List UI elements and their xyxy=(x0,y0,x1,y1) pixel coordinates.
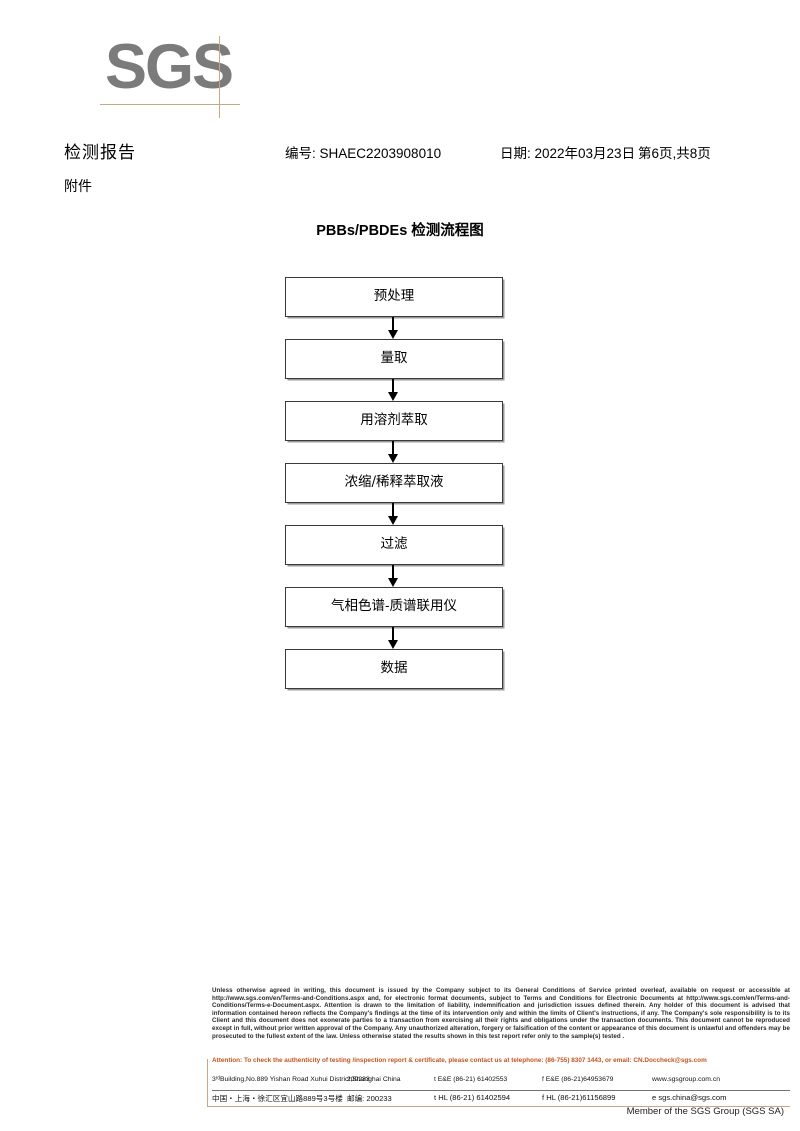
flowchart-title: PBBs/PBDEs 检测流程图 xyxy=(316,223,484,239)
logo-rule-vertical xyxy=(219,36,220,118)
address-street-en: 3ʳᵈBuilding,No.889 Yishan Road Xuhui Dis… xyxy=(212,1076,401,1083)
flow-node-solvent-extraction: 用溶剂萃取 xyxy=(285,401,503,441)
address-email: e sgs.china@sgs.com xyxy=(652,1093,727,1102)
arrow-shaft xyxy=(392,441,394,456)
arrow-shaft xyxy=(392,317,394,332)
flow-node-label: 预处理 xyxy=(373,288,415,305)
flow-node-label: 浓缩/稀释萃取液 xyxy=(344,474,444,491)
flowchart: 预处理 量取 用溶剂萃取 浓缩/稀释萃取液 过滤 xyxy=(285,277,505,689)
flow-node-measure: 量取 xyxy=(285,339,503,379)
flow-node-gcms: 气相色谱-质谱联用仪 xyxy=(285,587,503,627)
arrow-head-icon xyxy=(388,516,398,525)
address-tel2-en: f E&E (86-21)64953679 xyxy=(542,1076,614,1083)
report-header: 检测报告 附件 编号: SHAEC2203908010 日期: 2022年03月… xyxy=(0,138,800,198)
flow-node-label: 气相色谱-质谱联用仪 xyxy=(330,598,458,615)
flow-node-pretreatment: 预处理 xyxy=(285,277,503,317)
arrow-shaft xyxy=(392,503,394,518)
arrow-shaft xyxy=(392,565,394,580)
attention-notice: Attention: To check the authenticity of … xyxy=(212,1057,707,1064)
logo-rule-horizontal-right xyxy=(218,104,240,105)
address-row-chinese: 中国・上海・徐汇区宜山路889号3号楼 邮编: 200233 t HL (86-… xyxy=(212,1093,790,1108)
address-rule-middle xyxy=(212,1090,790,1091)
flow-node-label: 量取 xyxy=(380,350,408,367)
report-date: 日期: 2022年03月23日 xyxy=(500,146,636,161)
address-rule-bottom xyxy=(207,1106,790,1107)
attachment-label: 附件 xyxy=(64,178,92,194)
page-footer: 标准技术服务（上海）有限公司 ★ 检验检测专用章 Inspection & Te… xyxy=(0,975,800,1131)
address-tel1-en: t E&E (86-21) 61402553 xyxy=(434,1076,508,1083)
address-website: www.sgsgroup.com.cn xyxy=(652,1076,720,1083)
report-number: 编号: SHAEC2203908010 xyxy=(285,146,442,161)
address-tel2-cn: f HL (86-21)61156899 xyxy=(542,1093,616,1102)
flow-node-concentrate-dilute: 浓缩/稀释萃取液 xyxy=(285,463,503,503)
flow-node-filtration: 过滤 xyxy=(285,525,503,565)
logo-header: SGS xyxy=(0,0,800,130)
arrow-head-icon xyxy=(388,330,398,339)
flow-arrow xyxy=(285,379,501,401)
flow-arrow xyxy=(285,503,501,525)
arrow-shaft xyxy=(392,627,394,642)
flow-node-label: 过滤 xyxy=(380,536,408,553)
address-tel1-cn: t HL (86-21) 61402594 xyxy=(434,1093,511,1102)
arrow-head-icon xyxy=(388,640,398,649)
page-indicator: 第6页,共8页 xyxy=(638,146,711,161)
address-street-cn: 中国・上海・徐汇区宜山路889号3号楼 xyxy=(212,1094,343,1103)
flow-arrow xyxy=(285,565,501,587)
flow-arrow xyxy=(285,317,501,339)
arrow-head-icon xyxy=(388,454,398,463)
arrow-shaft xyxy=(392,379,394,394)
flow-node-data: 数据 xyxy=(285,649,503,689)
logo-rule-horizontal xyxy=(100,104,240,105)
sgs-logo: SGS xyxy=(105,32,234,102)
page-title: 检测报告 xyxy=(64,143,136,162)
legal-disclaimer: Unless otherwise agreed in writing, this… xyxy=(212,987,790,1040)
flow-node-label: 用溶剂萃取 xyxy=(360,412,428,429)
arrow-head-icon xyxy=(388,392,398,401)
address-zip-en: 200233 xyxy=(347,1076,370,1083)
member-of-group-line: Member of the SGS Group (SGS SA) xyxy=(626,1106,784,1117)
flow-arrow xyxy=(285,441,501,463)
flow-node-label: 数据 xyxy=(380,660,408,677)
address-zip-cn: 邮编: 200233 xyxy=(347,1094,392,1103)
address-rule-vertical xyxy=(207,1059,208,1107)
arrow-head-icon xyxy=(388,578,398,587)
flow-arrow xyxy=(285,627,501,649)
address-row-english: 3ʳᵈBuilding,No.889 Yishan Road Xuhui Dis… xyxy=(212,1076,790,1091)
